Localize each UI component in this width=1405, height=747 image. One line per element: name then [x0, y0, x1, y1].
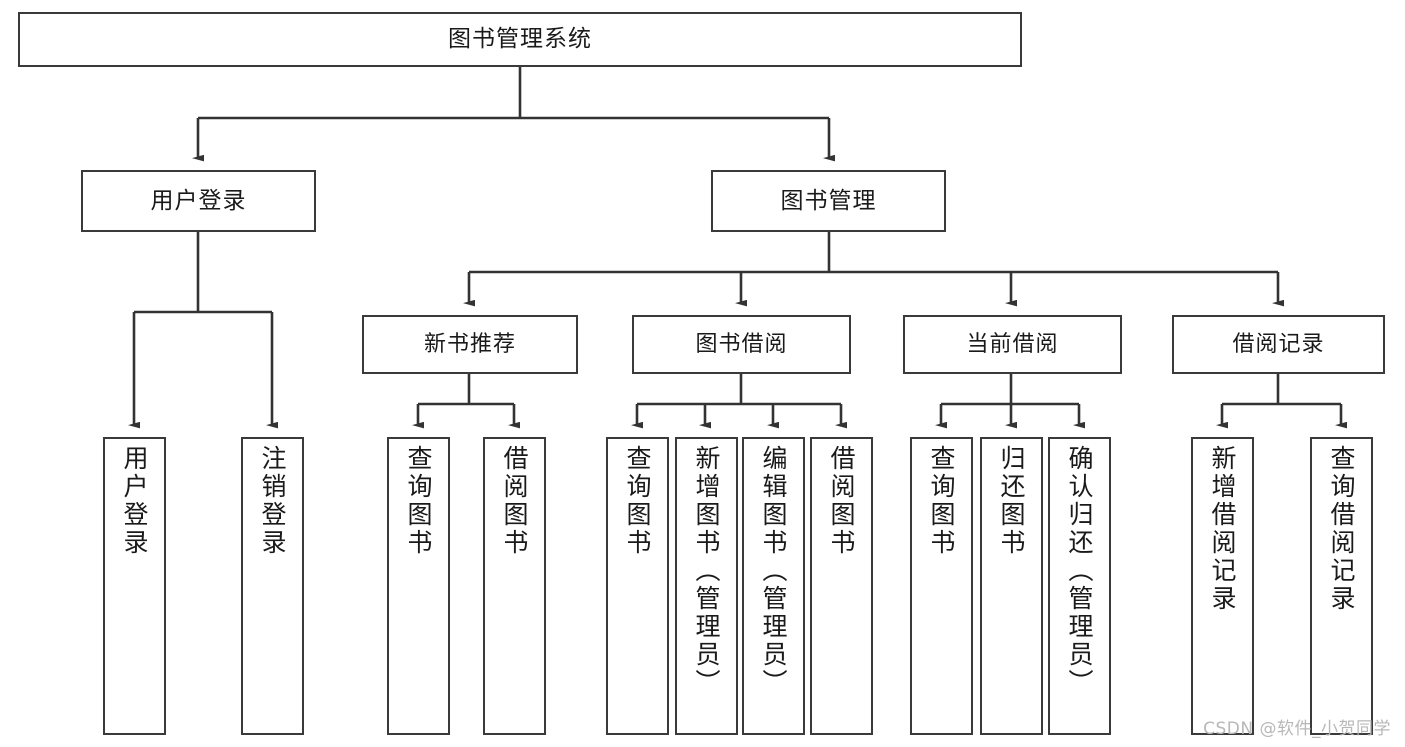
leaf-query-borrow-record-label: 查询借阅记录 — [1327, 445, 1356, 613]
leaf-logout-label: 注销登录 — [258, 445, 287, 557]
leaf-logout[interactable]: 注销登录 — [241, 437, 304, 735]
node-user-login-label: 用户登录 — [150, 187, 247, 214]
leaf-add-borrow-record-label: 新增借阅记录 — [1208, 445, 1237, 613]
leaf-borrow-book-new[interactable]: 借阅图书 — [483, 437, 546, 735]
node-new-book-recommend-label: 新书推荐 — [423, 331, 516, 357]
leaf-query-book-new[interactable]: 查询图书 — [387, 437, 450, 735]
watermark: CSDN @软件_小贺同学 — [1203, 719, 1391, 739]
node-book-borrow[interactable]: 图书借阅 — [632, 315, 851, 374]
node-borrow-record[interactable]: 借阅记录 — [1172, 315, 1385, 374]
leaf-borrow-book[interactable]: 借阅图书 — [810, 437, 873, 735]
node-current-borrow[interactable]: 当前借阅 — [903, 315, 1122, 374]
leaf-query-book-current-label: 查询图书 — [927, 445, 956, 557]
leaf-query-book-borrow[interactable]: 查询图书 — [606, 437, 669, 735]
node-book-management[interactable]: 图书管理 — [711, 170, 946, 232]
node-borrow-record-label: 借阅记录 — [1232, 331, 1325, 357]
leaf-add-book-admin-label: 新增图书（管理员） — [692, 445, 721, 697]
leaf-edit-book-admin-label: 编辑图书（管理员） — [759, 445, 788, 697]
leaf-confirm-return-admin[interactable]: 确认归还（管理员） — [1048, 437, 1111, 735]
leaf-query-book-current[interactable]: 查询图书 — [910, 437, 973, 735]
node-book-borrow-label: 图书借阅 — [695, 331, 788, 357]
leaf-query-book-borrow-label: 查询图书 — [623, 445, 652, 557]
leaf-add-book-admin[interactable]: 新增图书（管理员） — [675, 437, 738, 735]
leaf-edit-book-admin[interactable]: 编辑图书（管理员） — [742, 437, 805, 735]
leaf-confirm-return-admin-label: 确认归还（管理员） — [1065, 445, 1094, 697]
leaf-return-book-label: 归还图书 — [997, 445, 1026, 557]
node-new-book-recommend[interactable]: 新书推荐 — [362, 315, 578, 374]
leaf-borrow-book-label: 借阅图书 — [827, 445, 856, 557]
node-user-login[interactable]: 用户登录 — [81, 170, 316, 232]
leaf-query-borrow-record[interactable]: 查询借阅记录 — [1310, 437, 1373, 735]
leaf-add-borrow-record[interactable]: 新增借阅记录 — [1191, 437, 1254, 735]
leaf-borrow-book-new-label: 借阅图书 — [500, 445, 529, 557]
node-root[interactable]: 图书管理系统 — [18, 12, 1022, 67]
leaf-return-book[interactable]: 归还图书 — [980, 437, 1043, 735]
node-current-borrow-label: 当前借阅 — [966, 331, 1059, 357]
leaf-query-book-new-label: 查询图书 — [404, 445, 433, 557]
node-root-label: 图书管理系统 — [448, 26, 592, 53]
leaf-user-login[interactable]: 用户登录 — [103, 437, 166, 735]
node-book-management-label: 图书管理 — [780, 187, 877, 214]
leaf-user-login-label: 用户登录 — [120, 445, 149, 557]
